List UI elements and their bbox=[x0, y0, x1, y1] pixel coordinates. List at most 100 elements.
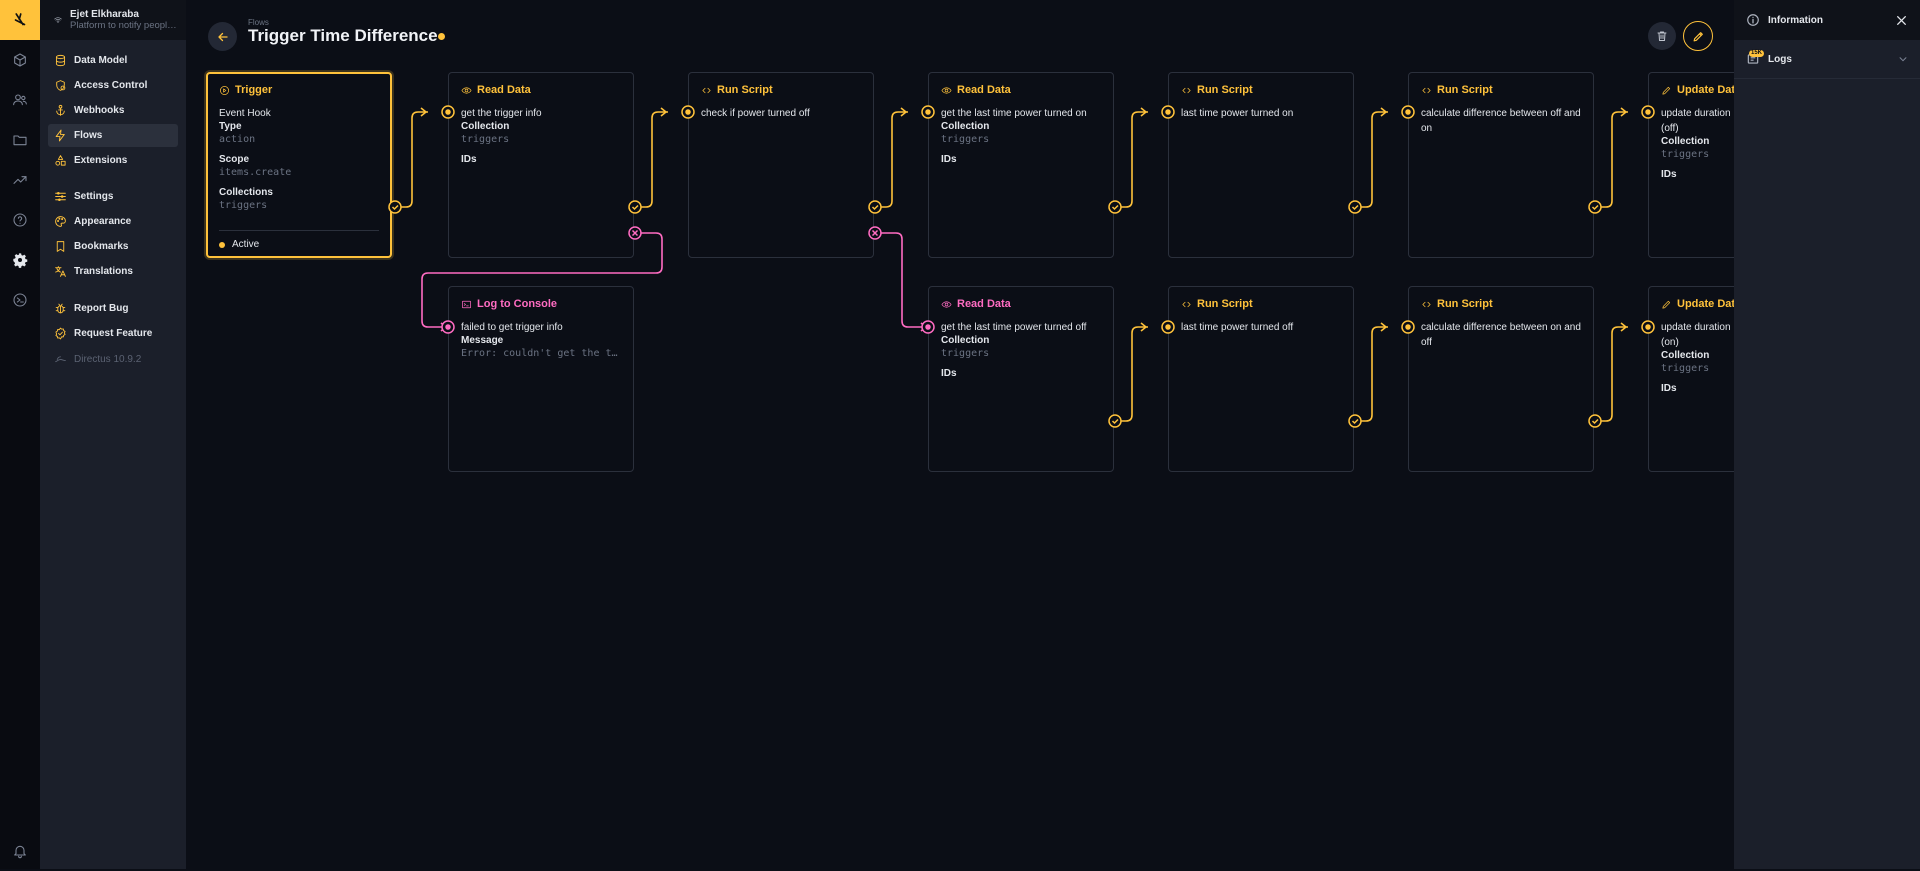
input-handle bbox=[681, 105, 695, 119]
arrow-head bbox=[420, 107, 428, 117]
marketplace-icon bbox=[13, 293, 27, 307]
module-content[interactable] bbox=[0, 40, 40, 80]
arrow-head bbox=[1620, 107, 1628, 117]
operation-subtitle: update duration (off) bbox=[1661, 108, 1731, 134]
flow-connections bbox=[388, 105, 1655, 428]
module-help[interactable] bbox=[0, 200, 40, 240]
arrow-head bbox=[1620, 322, 1628, 332]
settings-navigation: Ejet Elkharaba Platform to notify people… bbox=[40, 0, 186, 869]
module-insights[interactable] bbox=[0, 160, 40, 200]
version-label: Directus 10.9.2 bbox=[74, 354, 142, 365]
code-icon bbox=[1422, 87, 1431, 93]
nav-item-data-model[interactable]: Data Model bbox=[48, 49, 178, 72]
module-marketplace[interactable] bbox=[0, 280, 40, 320]
trigger-panel[interactable]: Trigger Event Hook Type action Scope ite… bbox=[206, 72, 392, 258]
edit-flow-button[interactable] bbox=[1683, 21, 1713, 51]
field-label: Collections bbox=[219, 187, 273, 198]
back-button[interactable] bbox=[208, 22, 237, 51]
operation-panel[interactable]: Log to Console failed to get trigger inf… bbox=[448, 286, 634, 472]
operation-subtitle: failed to get trigger info bbox=[461, 322, 563, 333]
status-label: Active bbox=[232, 239, 260, 250]
sliders-icon bbox=[55, 191, 66, 202]
operation-panel[interactable]: Update Data update duration (off) Collec… bbox=[1648, 72, 1734, 258]
panel-header: Run Script bbox=[1421, 83, 1581, 97]
panel-title: Run Script bbox=[1437, 298, 1493, 310]
code-icon bbox=[702, 87, 711, 93]
nav-item-flows[interactable]: Flows bbox=[48, 124, 178, 147]
operation-panel[interactable]: Run Script calculate difference between … bbox=[1408, 286, 1594, 472]
arrow-head bbox=[660, 107, 668, 117]
nav-item-extensions[interactable]: Extensions bbox=[48, 149, 178, 172]
field-label: IDs bbox=[461, 154, 477, 165]
module-users[interactable] bbox=[0, 80, 40, 120]
right-sidebar: Information 15K Logs bbox=[1734, 0, 1920, 869]
information-title: Information bbox=[1768, 14, 1823, 26]
success-check-icon bbox=[628, 200, 642, 214]
panel-header: Log to Console bbox=[461, 297, 621, 311]
nav-item-settings[interactable]: Settings bbox=[48, 185, 178, 208]
operation-subtitle: last time power turned on bbox=[1181, 108, 1294, 119]
trigger-status[interactable]: Active bbox=[219, 230, 379, 250]
information-header[interactable]: Information bbox=[1734, 0, 1920, 40]
nav-item-access-control[interactable]: Access Control bbox=[48, 74, 178, 97]
field-label: Collection bbox=[941, 335, 990, 346]
version-info: Directus 10.9.2 bbox=[48, 348, 178, 371]
operation-panel[interactable]: Read Data get the last time power turned… bbox=[928, 286, 1114, 472]
input-handle bbox=[1641, 105, 1655, 119]
operation-panel[interactable]: Update Data update duration (on) Collect… bbox=[1648, 286, 1734, 472]
logs-section[interactable]: 15K Logs bbox=[1734, 40, 1920, 79]
nav-item-appearance[interactable]: Appearance bbox=[48, 210, 178, 233]
operation-panel[interactable]: Run Script last time power turned off bbox=[1168, 286, 1354, 472]
code-icon bbox=[1182, 87, 1191, 93]
operation-subtitle: check if power turned off bbox=[701, 108, 810, 119]
operation-panel[interactable]: Run Script calculate difference between … bbox=[1408, 72, 1594, 258]
nav-item-label: Bookmarks bbox=[74, 241, 129, 252]
operation-panel[interactable]: Run Script check if power turned off bbox=[688, 72, 874, 258]
info-icon bbox=[1747, 14, 1759, 26]
operation-subtitle: update duration (on) bbox=[1661, 322, 1731, 348]
panel-title: Log to Console bbox=[477, 298, 558, 310]
translate-icon bbox=[55, 266, 66, 277]
operation-panel[interactable]: Read Data get the trigger info Collectio… bbox=[448, 72, 634, 258]
nav-item-label: Extensions bbox=[74, 155, 128, 166]
field-label: Type bbox=[219, 121, 242, 132]
success-check-icon bbox=[388, 200, 402, 214]
nav-item-bookmarks[interactable]: Bookmarks bbox=[48, 235, 178, 258]
panel-header: Read Data bbox=[941, 297, 1101, 311]
nav-item-translations[interactable]: Translations bbox=[48, 260, 178, 283]
input-handle bbox=[1161, 105, 1175, 119]
nav-item-report-bug[interactable]: Report Bug bbox=[48, 297, 178, 320]
nav-item-request-feature[interactable]: Request Feature bbox=[48, 322, 178, 345]
operation-panel[interactable]: Run Script last time power turned on bbox=[1168, 72, 1354, 258]
panel-header: Run Script bbox=[1421, 297, 1581, 311]
operation-panel[interactable]: Read Data get the last time power turned… bbox=[928, 72, 1114, 258]
app-logo[interactable] bbox=[0, 0, 40, 40]
nav-item-webhooks[interactable]: Webhooks bbox=[48, 99, 178, 122]
panel-title: Run Script bbox=[717, 84, 773, 96]
connection-success bbox=[1115, 326, 1148, 422]
pencil-icon bbox=[1693, 31, 1703, 41]
flow-canvas[interactable]: Trigger Event Hook Type action Scope ite… bbox=[186, 60, 1734, 869]
success-check-icon bbox=[868, 200, 882, 214]
notifications-button[interactable] bbox=[0, 831, 40, 871]
pencil-icon bbox=[1662, 300, 1671, 309]
arrow-left-icon bbox=[217, 32, 228, 41]
module-files[interactable] bbox=[0, 120, 40, 160]
chevron-down-icon[interactable] bbox=[1898, 54, 1908, 64]
delete-flow-button[interactable] bbox=[1648, 22, 1676, 50]
field-label: Message bbox=[461, 335, 504, 346]
breadcrumb[interactable]: Flows bbox=[248, 18, 269, 27]
code-icon bbox=[1422, 301, 1431, 307]
play-circle-icon bbox=[220, 85, 229, 95]
field-label: Collection bbox=[1661, 136, 1710, 147]
close-icon[interactable] bbox=[1895, 14, 1908, 27]
field-label: IDs bbox=[941, 154, 957, 165]
nav-item-label: Appearance bbox=[74, 216, 132, 227]
panel-title: Run Script bbox=[1437, 84, 1493, 96]
project-header[interactable]: Ejet Elkharaba Platform to notify people… bbox=[40, 0, 186, 40]
module-settings[interactable] bbox=[0, 240, 40, 280]
wifi-icon bbox=[54, 17, 62, 23]
input-handle bbox=[1401, 105, 1415, 119]
connection-success bbox=[635, 111, 668, 208]
folder-icon bbox=[13, 135, 27, 146]
